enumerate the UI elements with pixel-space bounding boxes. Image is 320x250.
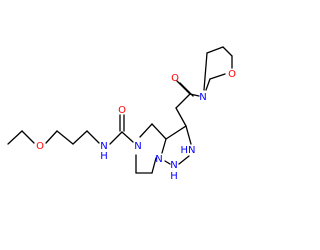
bond	[209, 73, 226, 80]
structure-diagram: O N H O N N N H HN O N O	[7, 46, 236, 182]
bond	[175, 107, 187, 127]
bond	[109, 131, 123, 145]
bond	[86, 130, 100, 144]
morpholine-oxygen-label: O	[228, 69, 236, 80]
nh-hydrogen-label: H	[170, 171, 178, 182]
ring-nitrogen-label: N	[134, 141, 141, 152]
morpholine-nitrogen-label: N	[199, 92, 206, 103]
bond	[56, 130, 74, 145]
bond	[21, 130, 35, 144]
bond	[164, 160, 171, 165]
bond	[178, 155, 190, 165]
bond	[121, 131, 134, 143]
bond	[45, 130, 58, 144]
bond	[7, 130, 23, 145]
hn-label: HN	[181, 145, 196, 156]
bond	[161, 138, 167, 154]
bond	[151, 123, 167, 140]
nh-nitrogen-label: N	[170, 160, 177, 171]
bond	[185, 125, 192, 145]
molecule-canvas: O N H O N N N H HN O N O	[7, 46, 236, 182]
amide-nitrogen-label: N	[100, 141, 107, 152]
bond	[205, 78, 211, 91]
bridge-nitrogen-label: N	[155, 154, 162, 165]
bond	[165, 125, 187, 140]
bond	[139, 123, 153, 138]
bond	[176, 80, 191, 95]
amide-oxygen-label: O	[118, 105, 126, 116]
ether-oxygen-label: O	[36, 141, 44, 152]
bond	[222, 46, 233, 57]
bond	[206, 46, 224, 54]
bond	[175, 93, 191, 109]
ketone-oxygen-label: O	[171, 73, 179, 84]
bond	[72, 130, 88, 145]
amide-hydrogen-label: H	[100, 151, 108, 162]
bond	[151, 157, 157, 174]
bond	[203, 52, 208, 91]
bond	[189, 93, 200, 97]
